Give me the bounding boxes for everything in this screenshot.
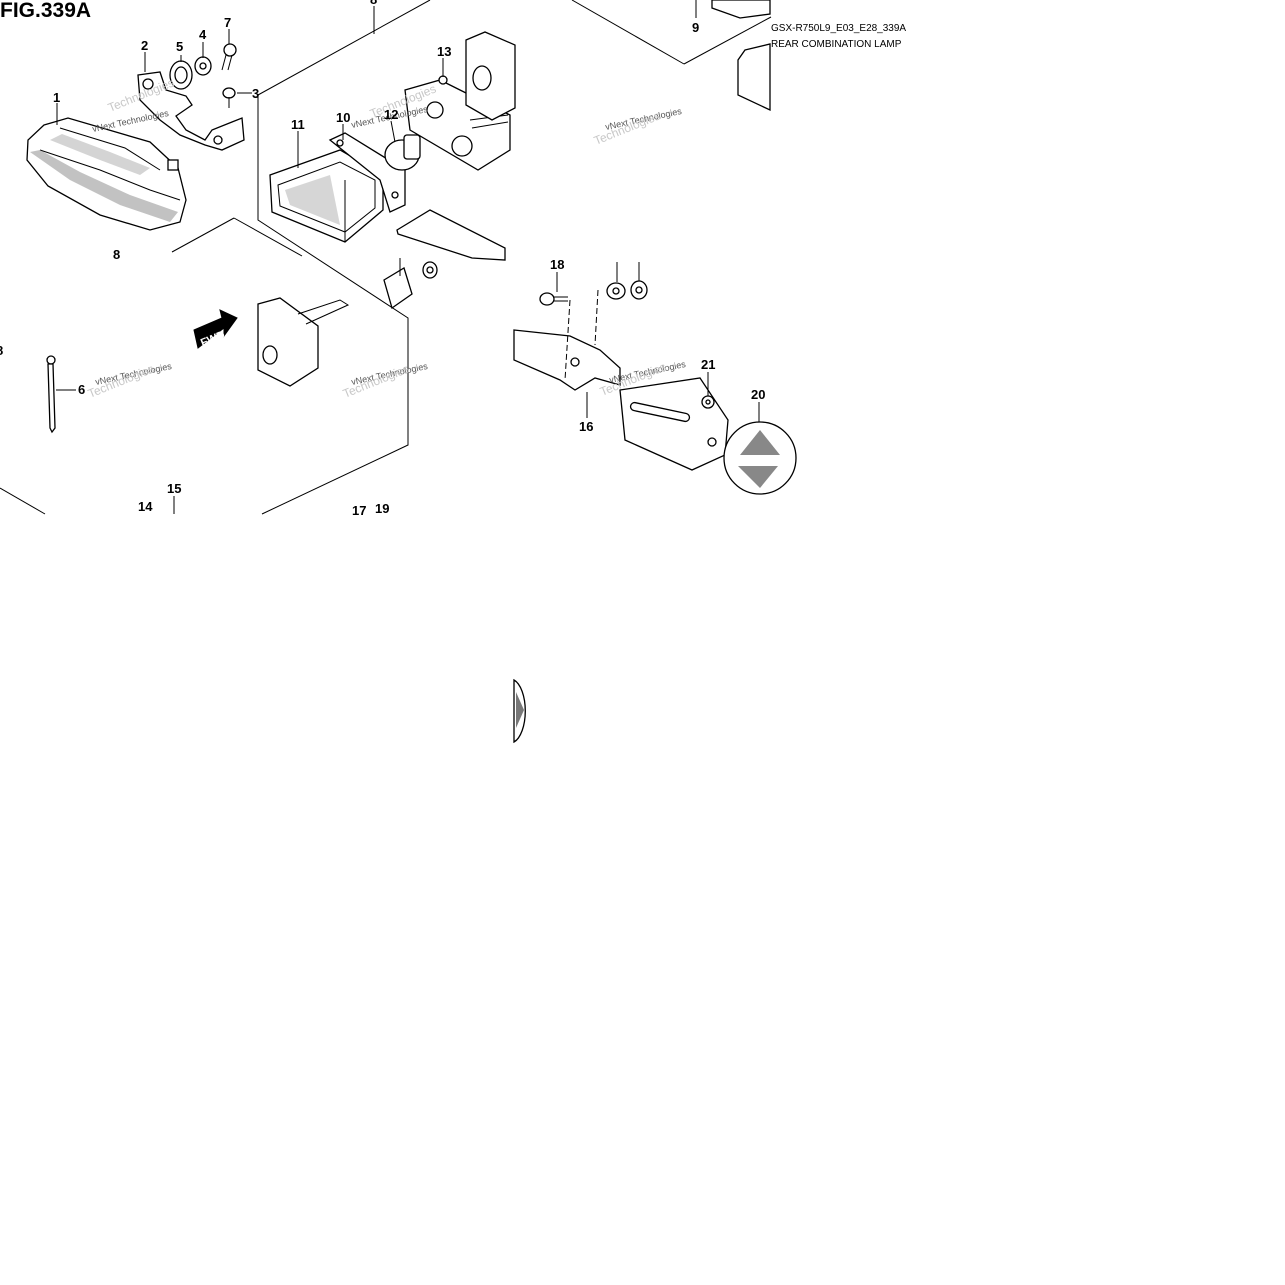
callout-17: 17 (352, 503, 366, 518)
watermark-text: vNext Technologies (91, 108, 170, 134)
bracket-reflector (619, 377, 729, 471)
callout-15: 15 (167, 481, 181, 496)
figure-title: FIG.339A (0, 0, 91, 22)
bracket-16 (513, 289, 621, 391)
license-plate-plate (396, 209, 506, 261)
bulb-12 (384, 134, 421, 171)
callout-6: 6 (78, 382, 85, 397)
washer-4 (194, 56, 212, 76)
nut-right (630, 280, 648, 300)
cable-tie-6 (46, 355, 76, 434)
callout-21: 21 (701, 357, 715, 372)
screw-13 (438, 64, 448, 85)
callout-14: 14 (138, 499, 153, 514)
callout-7: 7 (224, 15, 231, 30)
callout-12: 12 (384, 107, 398, 122)
nut-small (422, 261, 438, 279)
leader-lines (56, 0, 760, 514)
callout-9: 9 (692, 20, 699, 35)
callout-11: 11 (291, 117, 305, 132)
upper-right-part (711, 0, 771, 112)
callout-8: 8 (113, 247, 120, 262)
screw-7 (221, 43, 237, 71)
tail-lamp-assembly (26, 117, 187, 231)
lamp-bracket (137, 71, 245, 151)
callout-4: 4 (199, 27, 207, 42)
callout-numbers: 1 2 3 4 5 6 7 8 8 8 9 10 11 12 13 14 15 … (0, 0, 765, 518)
frame-lines (0, 0, 772, 515)
fwd-arrow: FWD (193, 309, 238, 349)
callout-5: 5 (176, 39, 183, 54)
callout-2: 2 (141, 38, 148, 53)
spacer-collar (383, 258, 413, 310)
figure-subtitle: REAR COMBINATION LAMP (771, 39, 902, 50)
screw-3 (222, 87, 236, 108)
callout-13: 13 (437, 44, 451, 59)
callout-16: 16 (579, 419, 593, 434)
figure-code: GSX-R750L9_E03_E28_339A (771, 23, 906, 34)
callout-1: 1 (53, 90, 60, 105)
callout-10: 10 (336, 110, 350, 125)
side-lamp (257, 297, 350, 387)
gasket-10 (328, 132, 406, 213)
callout-18: 18 (550, 257, 564, 272)
screw-18 (539, 292, 568, 306)
callout-3: 3 (252, 86, 259, 101)
lower-reflector-fragment (513, 678, 526, 744)
callout-8-left: 8 (0, 343, 3, 358)
watermark-text: Technologies (592, 109, 662, 148)
nut-21 (701, 395, 715, 409)
callout-8-top: 8 (370, 0, 377, 7)
washer-right (606, 282, 626, 300)
callout-20: 20 (751, 387, 765, 402)
lamp-top-box (465, 31, 516, 121)
lens-11 (269, 149, 384, 243)
callout-19: 19 (375, 501, 389, 516)
reflector-20 (723, 421, 797, 495)
